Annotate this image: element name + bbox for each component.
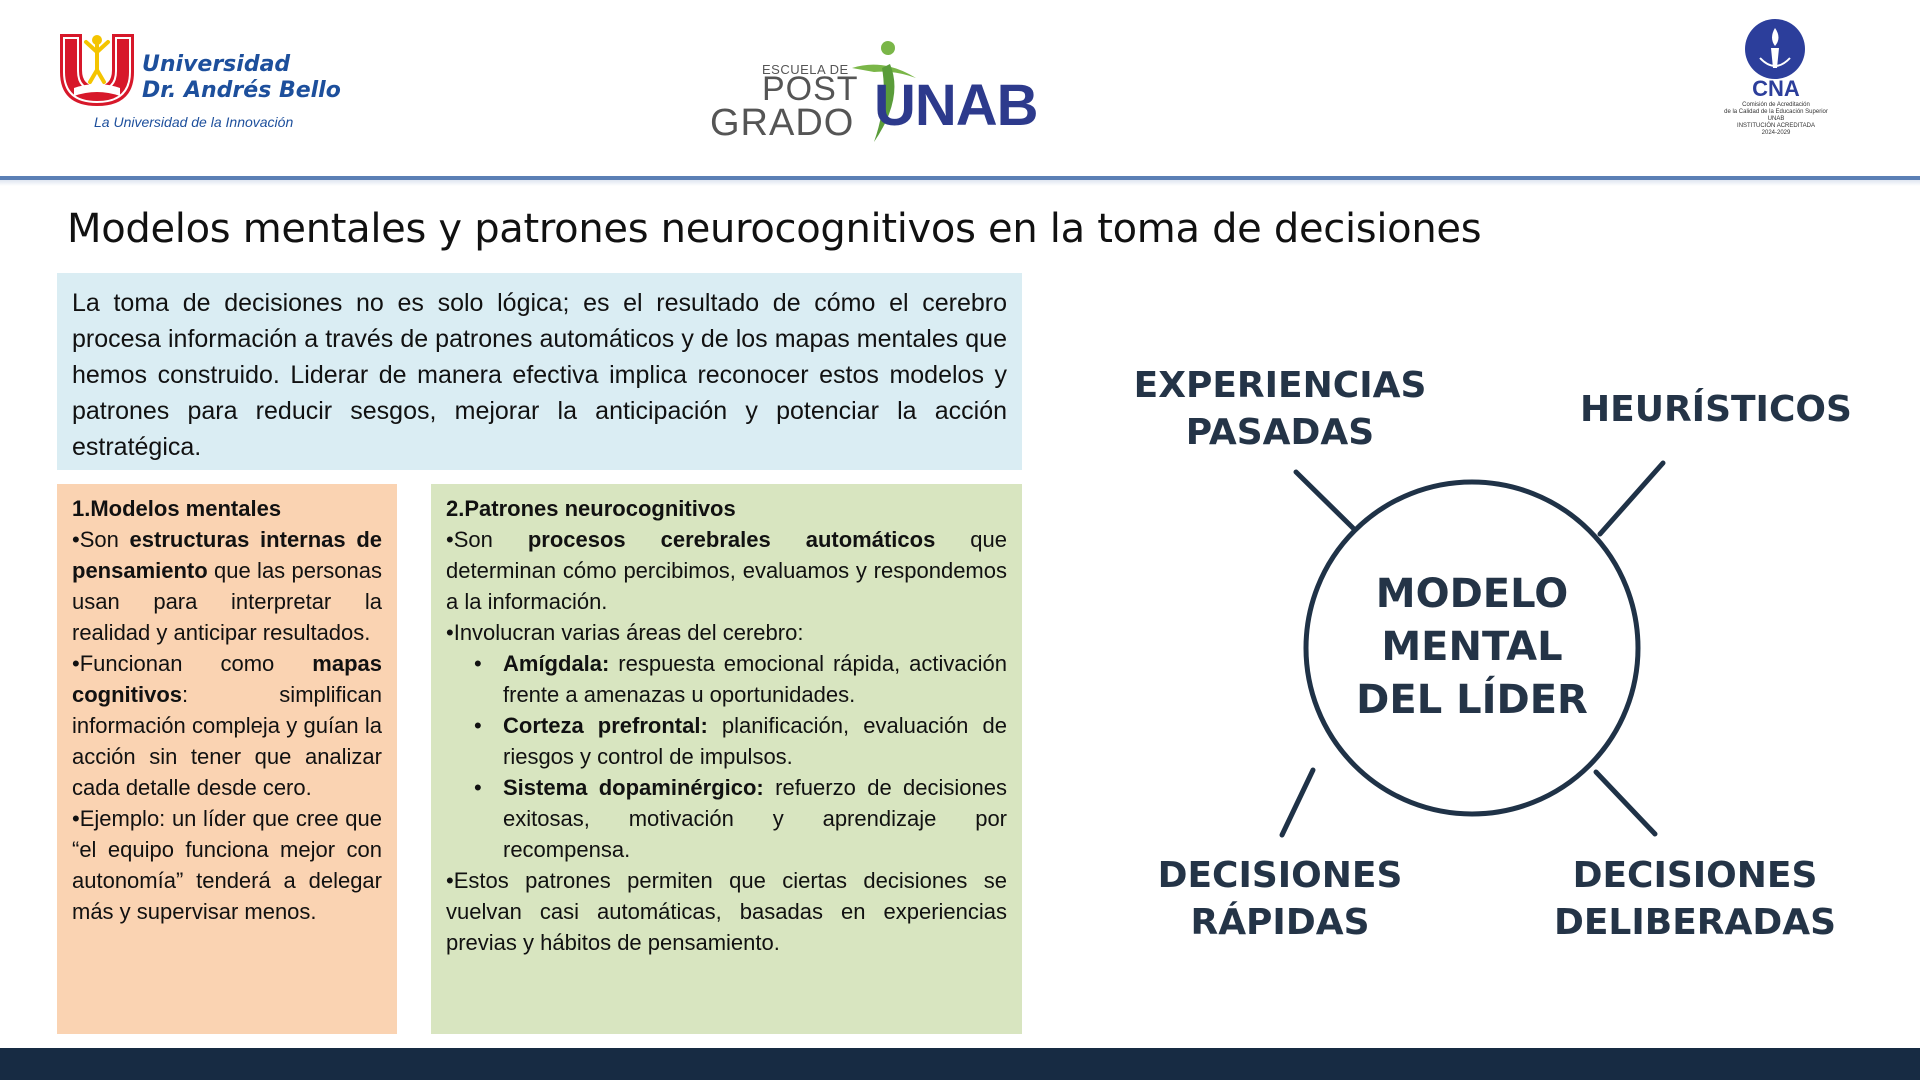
mental-models-box: 1.Modelos mentales •Son estructuras inte… <box>57 484 397 1034</box>
university-crest-icon <box>60 34 134 106</box>
bullet-icon: • <box>474 775 482 800</box>
postgrado-logo-line2: POST <box>762 70 859 108</box>
header-divider <box>0 176 1920 180</box>
unab-logo-tagline: La Universidad de la Innovación <box>94 114 294 130</box>
connector-bottom-right <box>1593 769 1658 837</box>
diagram-label-fast-decisions: DECISIONES RÁPIDAS <box>1157 855 1403 943</box>
neuro-patterns-title: 2.Patrones neurocognitivos <box>446 496 736 521</box>
connector-top-right <box>1597 460 1666 537</box>
brain-area-item: • Amígdala: respuesta emocional rápida, … <box>446 648 1007 710</box>
unab-logo: Universidad Dr. Andrés Bello La Universi… <box>56 30 356 140</box>
runner-swoosh-icon <box>852 41 916 142</box>
cna-accreditation-logo: CNA Comisión de Acreditación de la Calid… <box>1712 18 1840 148</box>
intro-box: La toma de decisiones no es solo lógica;… <box>57 273 1022 470</box>
diagram-shapes <box>1279 460 1666 838</box>
footer-bar <box>0 1048 1920 1080</box>
diagram-label-deliberate-decisions: DECISIONES DELIBERADAS <box>1553 855 1837 943</box>
connector-bottom-left <box>1279 767 1316 838</box>
connector-top-left <box>1293 469 1356 531</box>
bullet-icon: • <box>474 713 482 738</box>
mental-models-definition: •Son estructuras internas de pensamiento… <box>72 527 383 645</box>
diagram-label-experiences: EXPERIENCIAS PASADAS <box>1133 365 1427 453</box>
mental-models-example: •Ejemplo: un líder que cree que “el equi… <box>72 806 382 924</box>
diagram-center-label: MODELO MENTAL DEL LÍDER <box>1356 571 1588 723</box>
neuro-patterns-definition: •Son procesos cerebrales automáticos que… <box>446 527 1008 614</box>
leader-mental-model-diagram: MODELO MENTAL DEL LÍDER EXPERIENCIAS PAS… <box>1100 330 1880 970</box>
diagram-label-heuristics: HEURÍSTICOS <box>1580 389 1852 430</box>
unab-logo-name: Universidad Dr. Andrés Bello <box>142 52 341 103</box>
neuro-patterns-areas-intro: •Involucran varias áreas del cerebro: <box>446 620 804 645</box>
header: Universidad Dr. Andrés Bello La Universi… <box>0 0 1920 176</box>
neuro-patterns-conclusion: •Estos patrones permiten que ciertas dec… <box>446 868 1007 955</box>
brain-area-item: • Corteza prefrontal: planificación, eva… <box>446 710 1007 772</box>
cna-logo-caption: Comisión de Acreditación de la Calidad d… <box>1724 102 1828 136</box>
mental-models-function: •Funcionan como mapas cognitivos: simpli… <box>72 651 382 800</box>
intro-text: La toma de decisiones no es solo lógica;… <box>72 289 1007 461</box>
diagram-center-circle <box>1303 479 1641 817</box>
cna-logo-letters: CNA <box>1752 76 1800 101</box>
postgrado-logo-line3: GRADO <box>710 102 855 144</box>
bullet-icon: • <box>474 651 482 676</box>
brain-area-item: • Sistema dopaminérgico: refuerzo de dec… <box>446 772 1007 865</box>
postgrado-logo: ESCUELA DE POST GRADO UNAB <box>706 38 1056 148</box>
page-title: Modelos mentales y patrones neurocogniti… <box>67 206 1482 252</box>
mental-models-title: 1.Modelos mentales <box>72 496 282 521</box>
neuro-patterns-box: 2.Patrones neurocognitivos •Son procesos… <box>431 484 1022 1034</box>
postgrado-logo-brand: UNAB <box>874 73 1039 138</box>
header-divider-shadow <box>0 180 1920 186</box>
torch-seal-icon <box>1745 19 1805 79</box>
postgrado-logo-line1: ESCUELA DE <box>762 62 849 77</box>
